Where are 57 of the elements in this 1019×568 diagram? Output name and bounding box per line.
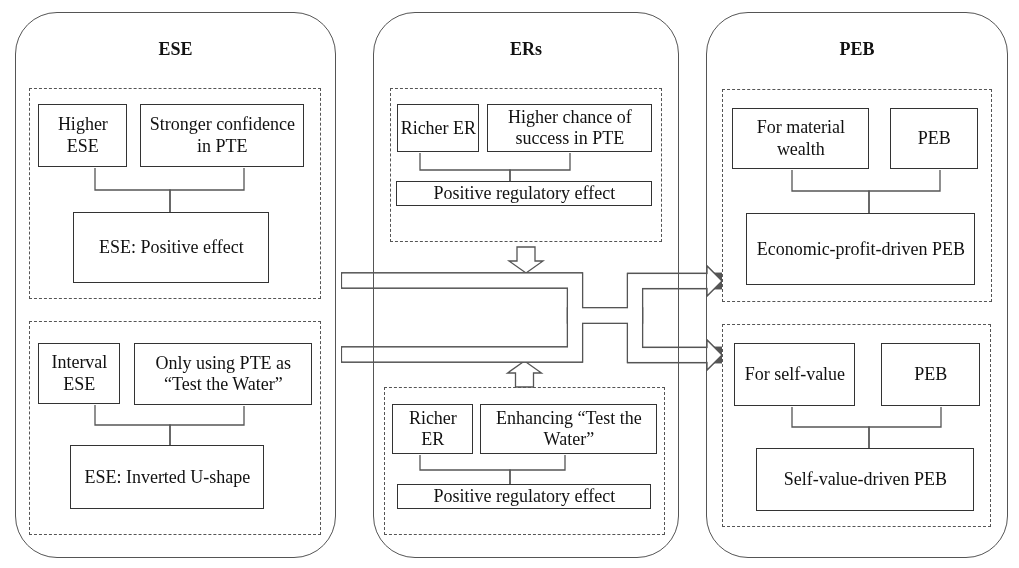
box-text: PEB — [917, 128, 951, 150]
process-box — [480, 404, 658, 455]
process-box — [881, 343, 981, 407]
process-box — [70, 445, 265, 510]
connector-line — [868, 169, 941, 215]
box-text: Interval ESE — [50, 352, 109, 396]
box-text: PEB — [914, 364, 948, 386]
process-box — [134, 343, 313, 406]
dashed-group — [721, 88, 992, 302]
process-box — [140, 104, 305, 168]
box-text: Enhancing “Test the Water” — [495, 407, 643, 451]
connector-line — [509, 454, 566, 486]
process-box — [38, 343, 121, 405]
process-box — [734, 343, 856, 407]
process-box — [73, 212, 270, 284]
column-title: ERs — [510, 39, 542, 59]
box-text: Richer ER — [407, 407, 458, 451]
connector-line — [509, 152, 571, 183]
process-box — [392, 404, 474, 455]
process-box — [732, 108, 870, 170]
box-text: Stronger confidence in PTE — [148, 114, 297, 158]
column-title: ESE — [158, 39, 193, 59]
box-text: For material wealth — [755, 117, 847, 161]
process-box — [396, 181, 653, 207]
dashed-group — [28, 87, 321, 299]
column-panel — [373, 12, 679, 558]
process-box — [756, 448, 975, 512]
column-panel — [706, 12, 1008, 558]
box-text: For self-value — [744, 364, 846, 386]
process-box — [890, 108, 979, 170]
box-text: Higher ESE — [56, 114, 109, 158]
box-text: Richer ER — [400, 117, 477, 140]
box-text: Positive regulatory effect — [433, 183, 616, 205]
block-arrow — [341, 307, 723, 371]
block-arrow — [505, 360, 544, 388]
process-box — [746, 213, 976, 286]
connector-line — [169, 405, 245, 447]
process-box — [38, 104, 128, 168]
box-text: ESE: Positive effect — [99, 237, 244, 259]
dashed-group — [383, 386, 665, 535]
box-text: Self-value-driven PEB — [783, 469, 948, 491]
block-arrow — [506, 246, 546, 274]
column-title: PEB — [839, 39, 875, 59]
box-text: Only using PTE as “Test the Water” — [154, 352, 293, 396]
dashed-group — [389, 87, 662, 242]
dashed-group — [721, 323, 991, 527]
process-box — [397, 484, 652, 510]
box-text: Higher chance of success in PTE — [506, 106, 633, 150]
column-panel — [15, 12, 336, 558]
process-box — [397, 104, 480, 153]
box-text: Economic-profit-driven PEB — [756, 238, 966, 261]
connector-line — [868, 406, 942, 450]
box-text: Positive regulatory effect — [433, 486, 616, 508]
connector-line — [169, 167, 245, 214]
process-box — [487, 104, 653, 153]
box-text: ESE: Inverted U-shape — [84, 466, 251, 489]
dashed-group — [28, 320, 321, 535]
